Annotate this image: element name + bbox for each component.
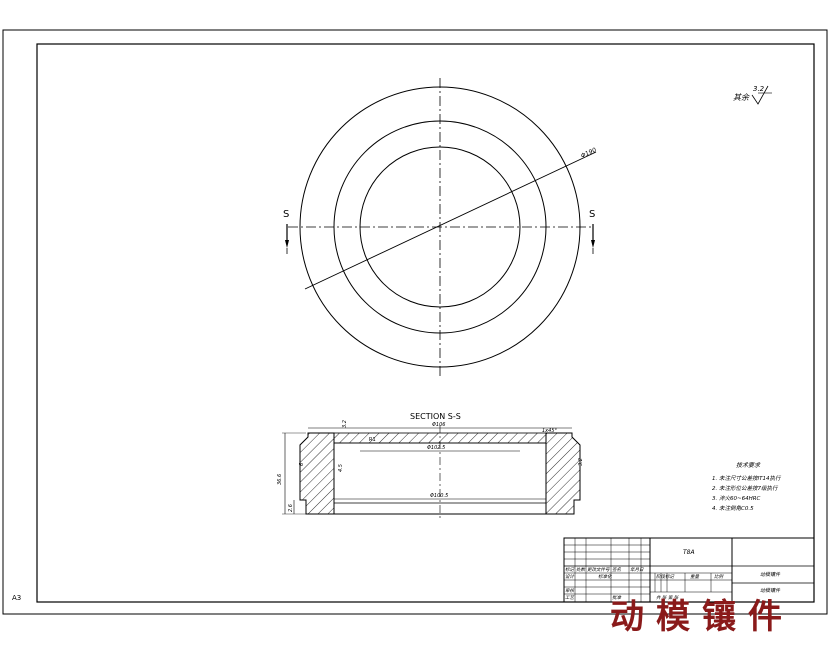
dim-outer-diameter: Φ190 [580,147,598,160]
tb-header-count: 处数 [576,567,585,573]
dim-bottom-diameter: Φ100.5 [430,493,448,499]
tb-header-mark: 标记 [565,567,574,573]
dim-step: 2.6 [288,504,294,512]
dim-right-b: 3.2 [578,458,584,466]
dim-right-a: 3.2 [342,420,348,428]
roughness-value: 3.2 [753,85,765,93]
dim-left-a: 6 [299,463,305,466]
cut-label-left: S [283,209,289,220]
tb-header-sign: 签名 [612,567,621,573]
dim-left-b: 4.5 [338,464,344,472]
cut-label-right: S [589,209,595,220]
section-title: SECTION S-S [410,412,461,421]
tb-part-name: 动模镶件 [760,571,781,578]
tech-note-item: 1. 未注尺寸公差按IT14执行 [712,475,782,482]
left-wall-section [299,432,335,515]
right-wall-section [545,432,581,515]
tb-weight-label: 重量 [690,574,699,580]
tb-header-date: 年月日 [630,567,644,573]
tech-notes-title: 技术要求 [736,461,761,469]
watermark-text: 动模镶件 [610,597,794,637]
tech-note-item: 4. 未注倒角C0.5 [712,505,754,512]
roughness-label: 其余 [733,93,750,102]
dim-chamfer-left: R1 [369,437,376,443]
inner-frame [36,43,815,603]
tb-header-file: 更改文件号 [587,567,610,573]
dim-chamfer-right: 1x45° [542,428,558,434]
tb-role-standard: 标准化 [598,574,612,580]
tb-drawing-no: 动模镶件 [760,587,781,594]
tech-note-item: 2. 未注形位公差按7级执行 [712,485,779,492]
dim-height: 36.6 [277,474,283,485]
section-view: SECTION S-S Φ106 Φ102.5 Φ100.5 R1 1x45° … [277,412,584,520]
tb-scale-label: 比例 [714,574,724,580]
tb-material: T8A [683,549,695,556]
tb-sheets-label: 共 张 第 张 [656,595,680,601]
roughness-note: 其余 3.2 [733,85,772,105]
tb-role-approve: 批准 [612,595,621,601]
cut-arrow-right-icon [591,240,595,248]
plan-view: Φ190 S S [283,78,598,376]
dim-top-diameter: Φ106 [432,422,445,428]
outer-border [2,29,828,615]
tb-role-review: 审核 [565,588,575,594]
diameter-leader [304,151,597,290]
title-block [563,537,815,603]
roughness-symbol-icon [751,85,769,105]
tb-role-design: 设计 [565,574,574,580]
title-block-text: 标记 处数 更改文件号 签名 年月日 设计 标准化 审核 工艺 批准 阶段标记 … [565,549,781,601]
technical-requirements: 技术要求 1. 未注尺寸公差按IT14执行 2. 未注形位公差按7级执行 3. … [712,461,782,512]
tb-role-process: 工艺 [565,595,575,601]
dim-mid-diameter: Φ102.5 [427,445,445,451]
cut-arrow-left-icon [285,240,289,248]
tech-note-item: 3. 淬火60~64HRC [712,495,761,502]
tb-stage-label: 阶段标记 [656,574,674,580]
sheet-size-label: A3 [12,594,21,602]
